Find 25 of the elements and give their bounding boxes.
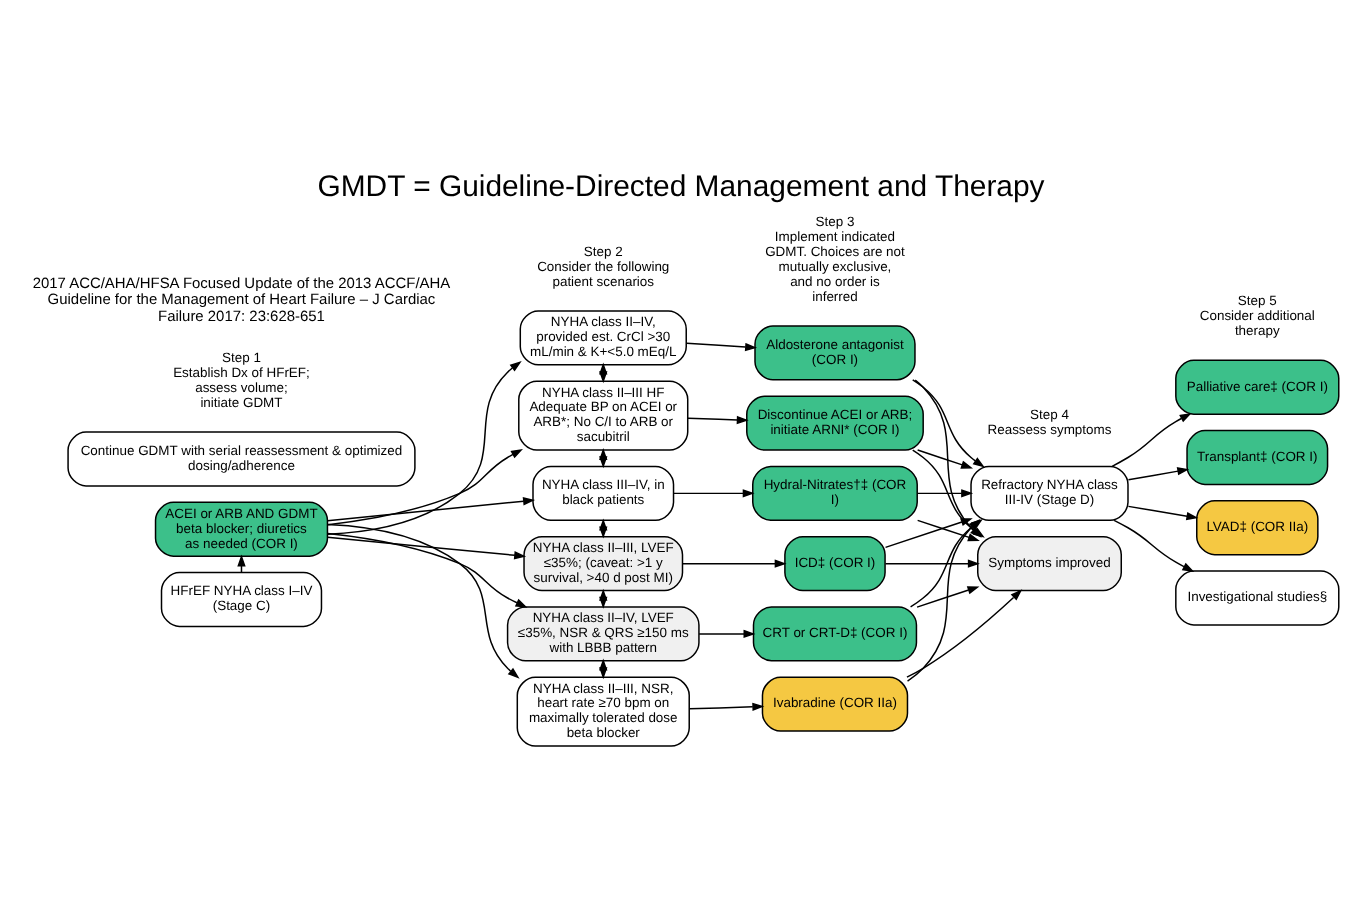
arrow [682,558,787,567]
arrow [326,360,522,534]
arrow [685,341,758,351]
arrow [884,517,973,548]
arrow [673,488,755,497]
arrow [1113,518,1195,571]
arrow [911,378,985,467]
arrow [906,588,1023,677]
arrow [326,535,527,559]
label: 2017 ACC/AHA/HFSA Focused Update of the 2013 ACCF/AHA Guideline for the Management of Heart Failure – J Cardiac Failure 2017: 23:628-651 [32,272,451,324]
arrow [916,585,980,607]
arrow [327,448,523,525]
arrow [1127,504,1199,520]
arrow [884,558,980,567]
arrow [1127,466,1190,480]
arrow [698,628,756,638]
arrow [688,701,765,710]
arrow [326,496,536,521]
diagram-title: GMDT = Guideline-Directed Management and Therapy [317,168,1045,203]
arrow [916,488,974,497]
arrow [326,522,520,678]
arrow [1111,412,1192,467]
arrow [916,448,973,468]
arrow [327,531,528,607]
arrow [687,414,749,424]
